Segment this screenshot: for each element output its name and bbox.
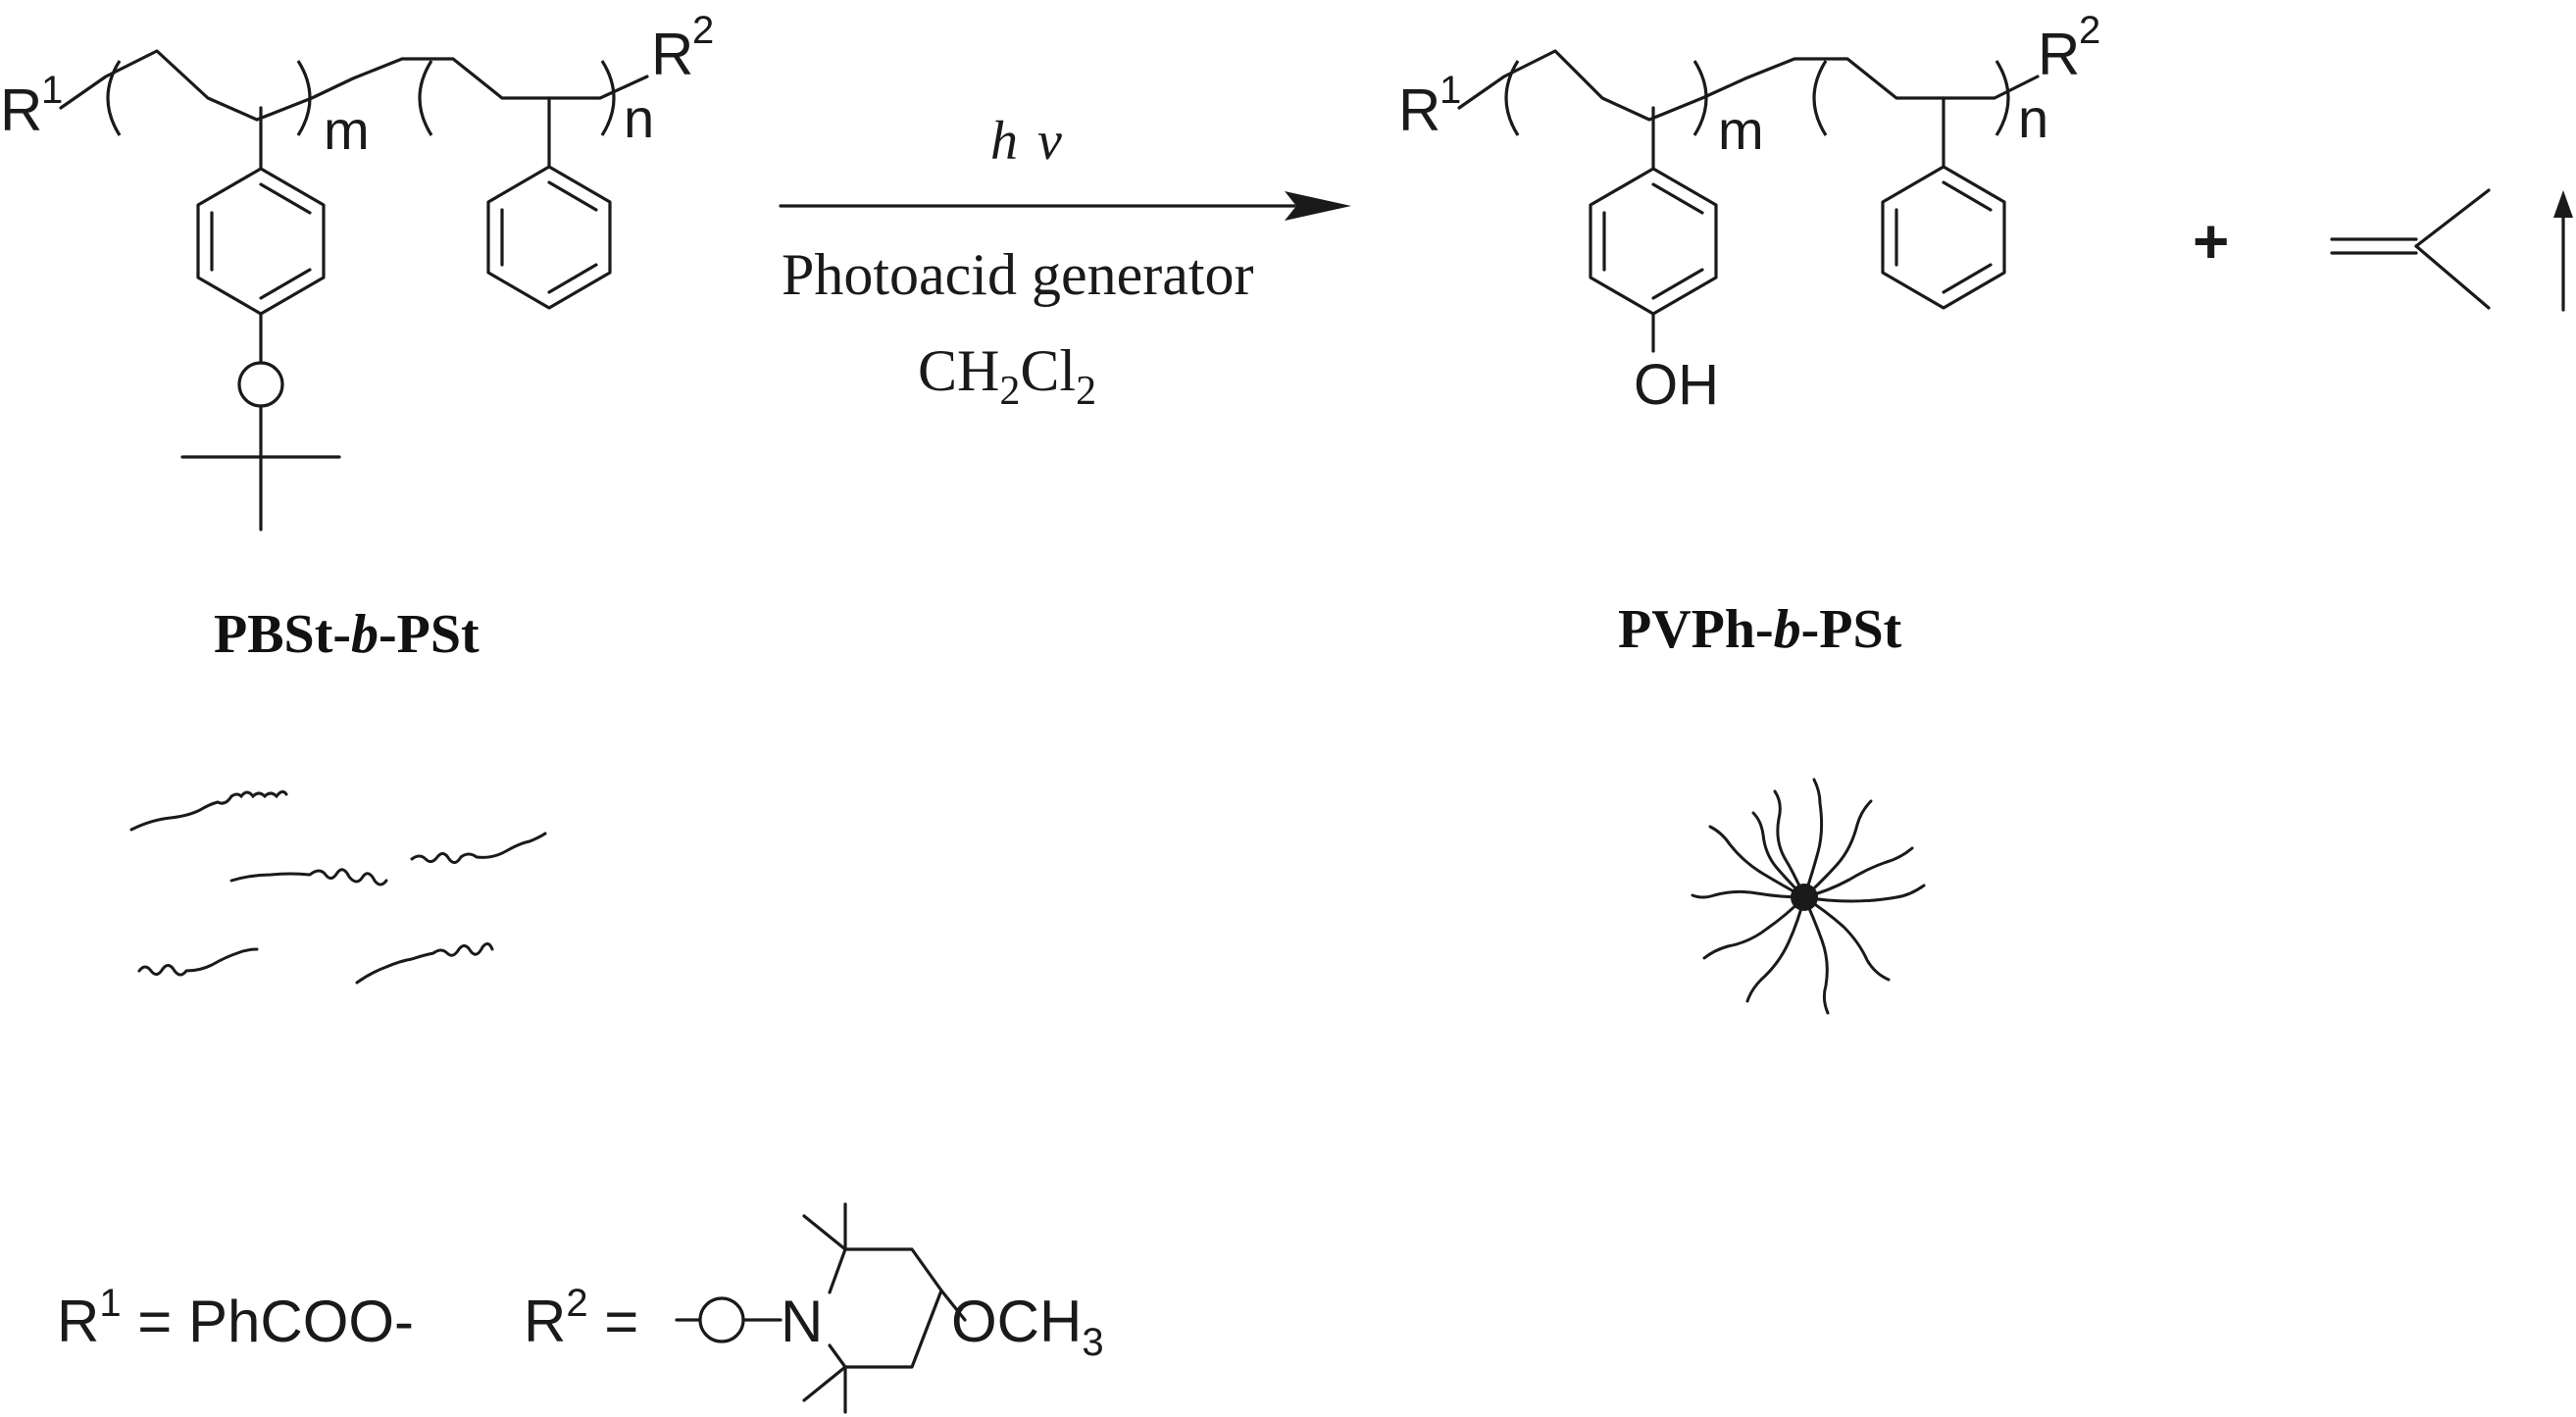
product-paren-m-open (1504, 60, 1520, 136)
product-name-a: PVPh- (1618, 599, 1774, 660)
reactant-benzene-1-inner (259, 182, 312, 215)
reagent2-a: CH (918, 338, 999, 403)
reactant-oxygen (237, 361, 284, 408)
reactant-name-a: PBSt- (214, 604, 351, 665)
product-sub-m: m (1718, 99, 1764, 161)
r2-methyl (802, 1214, 847, 1251)
product-benzene-1-inner (1651, 268, 1704, 300)
r2-nitrogen: N (781, 1289, 823, 1354)
reactant-benzene-2 (486, 165, 612, 310)
product-oh: OH (1634, 353, 1719, 417)
reactant-benzene-1-inner (259, 268, 312, 300)
reactant-sub-m: m (324, 99, 370, 161)
def-r1-b: = PhCOO- (122, 1289, 414, 1354)
byproduct-isobutylene: + (2193, 188, 2573, 312)
product-structure: R 1 m n R 2 OH (1398, 9, 2100, 417)
reactant-r1-sup: 1 (41, 69, 63, 112)
reactant-paren-n-close (600, 60, 616, 136)
def-r2-b: = (588, 1289, 639, 1354)
product-r2-sup: 2 (2079, 9, 2100, 52)
arrow-reagent-1: Photoacid generator (782, 242, 1254, 307)
isobutylene-methyl-2 (2414, 244, 2491, 310)
micelle-arm (1751, 811, 1806, 899)
reactant-name-b: b (351, 604, 379, 665)
free-chain-4 (137, 947, 259, 977)
reactant-benzene-2-inner (547, 180, 598, 212)
product-paren-n-open (1812, 60, 1828, 136)
micelle-arm (1802, 895, 1830, 1015)
substituent-definitions: R1 = PhCOO- R2 = N OCH3 (57, 1202, 1104, 1414)
gas-evolution-arrow-head (2553, 190, 2573, 218)
reactant-paren-n-open (418, 60, 433, 136)
free-chain-2 (229, 868, 388, 886)
product-benzene-1 (1589, 167, 1718, 316)
r2-bond-to-och3 (939, 1289, 967, 1322)
product-benzene-2-inner (1942, 263, 1993, 294)
free-chains-illustration (129, 789, 547, 985)
product-r2: R (2038, 22, 2080, 87)
definition-r2: R2 = (524, 1282, 638, 1354)
micelle-illustration (1691, 778, 1926, 1015)
product-name-b: b (1774, 599, 1801, 660)
micelle-arm (1802, 884, 1926, 903)
arrow-nu: ν (1037, 111, 1062, 172)
micelle-arm (1802, 895, 1891, 982)
product-name-c: -PSt (1801, 599, 1902, 660)
micelle-arm (1691, 889, 1806, 899)
reagent2-b: Cl (1020, 338, 1076, 403)
def-r2-a: R (524, 1289, 566, 1354)
reactant-r2-sup: 2 (692, 9, 714, 52)
och3-a: OCH (951, 1289, 1082, 1354)
micelle-arm (1802, 799, 1873, 899)
micelle-arm (1802, 778, 1824, 899)
def-r1-sup: 1 (99, 1282, 121, 1325)
r2-och3: OCH3 (951, 1289, 1104, 1364)
reactant-name: PBSt-b-PSt (214, 604, 480, 665)
free-chain-3 (410, 832, 547, 864)
micelle-arm (1802, 846, 1914, 899)
reaction-arrow: h ν Photoacid generator CH2Cl2 (779, 111, 1351, 414)
micelle-arm (1708, 825, 1806, 899)
arrow-head (1285, 191, 1351, 221)
definition-r1: R1 = PhCOO- (57, 1282, 414, 1354)
free-chain-1 (129, 789, 288, 832)
arrow-reagent-2: CH2Cl2 (918, 338, 1096, 414)
reactant-structure: R 1 m n R 2 (0, 9, 714, 531)
r2-piperidine-ring (828, 1247, 943, 1369)
product-benzene-2 (1881, 165, 2006, 310)
reactant-name-c: -PSt (379, 604, 480, 665)
micelle-arm (1702, 895, 1806, 960)
reactant-benzene-2-inner (547, 263, 598, 294)
reactant-benzene-1 (196, 167, 326, 316)
r2-methyl (802, 1365, 847, 1402)
product-sub-n: n (2018, 87, 2048, 149)
reagent2-sub1: 2 (999, 369, 1020, 414)
product-r1-sup: 1 (1440, 69, 1461, 112)
reactant-r2: R (651, 22, 693, 87)
micelle-arm (1773, 789, 1806, 899)
reactant-paren-m-open (106, 60, 122, 136)
arrow-h: h (990, 111, 1018, 172)
product-name: PVPh-b-PSt (1618, 599, 1902, 660)
product-benzene-1-inner (1651, 182, 1704, 215)
product-r1: R (1398, 77, 1440, 143)
reactant-sub-n: n (624, 87, 654, 149)
product-paren-n-close (1995, 60, 2010, 136)
och3-sub: 3 (1082, 1321, 1103, 1364)
r2-oxygen (698, 1296, 745, 1343)
reactant-r1: R (0, 77, 42, 143)
micelle-arm (1745, 895, 1806, 1003)
isobutylene-methyl-1 (2414, 188, 2491, 248)
reagent2-sub2: 2 (1076, 369, 1096, 414)
product-paren-m-close (1692, 60, 1708, 136)
free-chain-5 (355, 942, 494, 985)
plus-sign: + (2193, 206, 2229, 277)
product-benzene-2-inner (1942, 180, 1993, 212)
def-r2-sup: 2 (566, 1282, 587, 1325)
def-r1-a: R (57, 1289, 99, 1354)
